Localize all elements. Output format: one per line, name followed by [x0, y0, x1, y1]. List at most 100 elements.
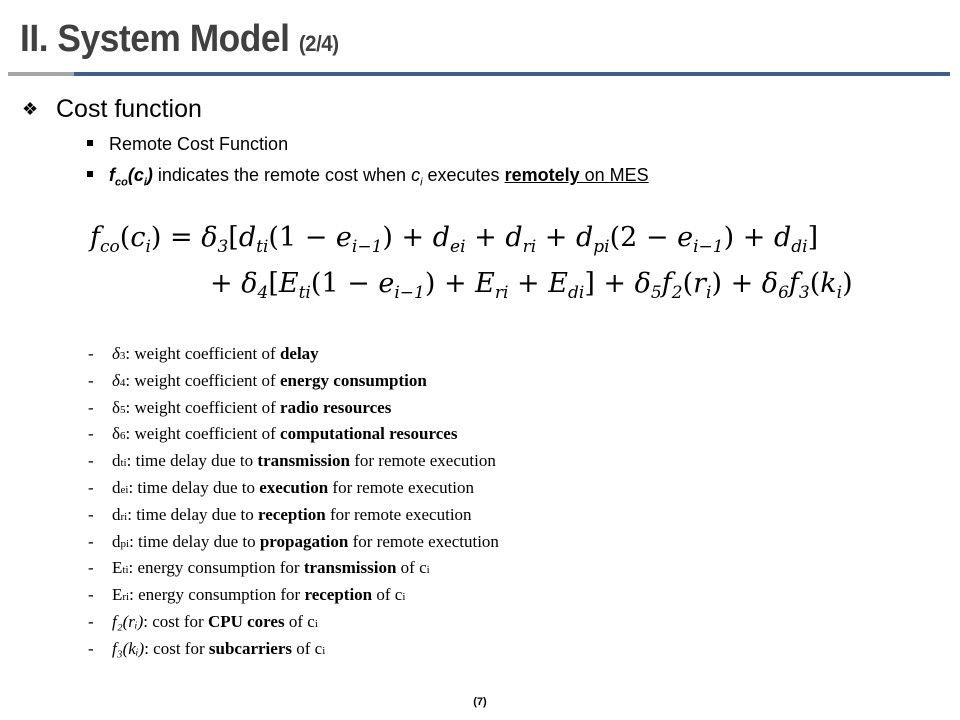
definition-text: : weight coefficient of [125, 370, 280, 390]
definition-symbol: d [112, 531, 121, 551]
definition-keyword: transmission [303, 558, 397, 578]
equation-token: δ [761, 268, 779, 299]
equation-token: d [238, 222, 257, 253]
definition-tail: of c [284, 611, 315, 631]
equation-subscript: ri [522, 237, 537, 257]
equation-subscript: i−1 [351, 237, 383, 257]
equation-token: + [536, 222, 576, 253]
equation-token: ( [119, 222, 131, 253]
equation-token: + [210, 268, 242, 299]
equation-token: k [820, 268, 837, 299]
equation-token: + [465, 222, 506, 253]
equation-token: δ [201, 222, 218, 253]
definition-symbol: E [112, 558, 123, 578]
equation-token: ( [682, 268, 694, 299]
equation-subscript: ti [298, 283, 311, 303]
equation-subscript: di [791, 237, 808, 257]
equation-token: d [505, 222, 523, 253]
equation-token: e [335, 222, 352, 253]
definition-keyword: delay [279, 344, 319, 363]
definition-keyword: propagation [259, 531, 349, 551]
equation-line-2: + δ4[Eti(1 − ei−1) + Eri + Edi] + δ5f2(r… [210, 268, 853, 302]
definition-text: : weight coefficient of [125, 397, 281, 417]
definition-tail: for remote execution [328, 477, 475, 497]
dash-bullet: - [88, 585, 94, 605]
definition-keyword: CPU cores [207, 611, 285, 631]
equation-token: ] + [584, 268, 635, 299]
definition-text: : time delay due to [129, 531, 260, 551]
title-part: (2/4) [298, 31, 339, 56]
definition-keyword: transmission [257, 451, 350, 471]
equation-token: e [378, 268, 395, 299]
definition-symbol: E [112, 585, 123, 605]
definition-keyword: subcarriers [208, 638, 292, 658]
equation-subscript: i−1 [693, 237, 724, 257]
bullet-cost-function: ❖Cost function [22, 95, 202, 124]
equation-subscript: pi [593, 237, 610, 257]
definition-keyword: reception [258, 504, 326, 524]
title-rule-blue [74, 72, 950, 76]
equation-subscript: i [836, 283, 843, 303]
equation-subscript: 6 [778, 283, 789, 303]
definition-text: : weight coefficient of [125, 424, 281, 444]
equation-token: δ [634, 268, 651, 299]
definition-symbol: δ [112, 344, 120, 363]
definition-tail: of c [291, 638, 323, 658]
equation-token: E [475, 268, 495, 299]
text: executes [422, 165, 505, 185]
equation-token: ] [807, 222, 819, 253]
definition-symbol: f₃(kᵢ) [112, 638, 145, 658]
equation-subscript: di [567, 283, 585, 303]
dash-bullet: - [88, 370, 94, 390]
text: indicates the remote cost when [152, 165, 412, 185]
definition-text: : energy consumption for [129, 585, 305, 605]
equation-subscript: 3 [217, 237, 229, 257]
definition-symbol: δ [112, 424, 121, 444]
equation-token: d [432, 222, 451, 253]
equation-token: ) = [150, 222, 202, 253]
equation-token: [ [228, 222, 239, 253]
equation-token: c [130, 222, 146, 253]
dash-bullet: - [88, 477, 94, 497]
equation-subscript: ei [450, 237, 466, 257]
page-number: (7) [473, 696, 487, 708]
dash-bullet: - [88, 611, 94, 631]
definition-symbol: δ [112, 370, 120, 390]
definition-tail: for remote execution [349, 451, 496, 471]
dash-bullet: - [88, 397, 94, 417]
equation-token: f [90, 222, 100, 253]
definition-text: : cost for [143, 611, 208, 631]
equation-token: ) [842, 268, 853, 299]
definition-symbol: f₂(rᵢ) [112, 611, 144, 631]
equation-token: f [788, 268, 799, 299]
slide-title: II. System Model (2/4) [20, 18, 339, 61]
title-main: II. System Model [20, 18, 290, 60]
dash-bullet: - [88, 558, 94, 578]
definition-symbol: δ [112, 397, 121, 417]
equation-subscript: ri [494, 283, 509, 303]
definition-symbol: d [112, 477, 121, 497]
equation-subscript: ti [256, 237, 269, 257]
equation-token: d [576, 222, 594, 253]
definition-text: : time delay due to [128, 477, 260, 497]
definition-text: : energy consumption for [128, 558, 304, 578]
bullet-text: Remote Cost Function [109, 134, 289, 154]
equation-subscript: co [100, 237, 120, 257]
equation-token: ) + [711, 268, 762, 299]
square-bullet-icon [87, 171, 93, 177]
bullet-remote-cost: Remote Cost Function [87, 134, 288, 155]
definition-keyword: execution [259, 477, 329, 497]
definition-tail: for remote exectution [348, 531, 499, 551]
square-bullet-icon [87, 140, 93, 146]
equation-token: δ [241, 268, 258, 299]
fco-symbol: fco(ci) [109, 165, 153, 189]
